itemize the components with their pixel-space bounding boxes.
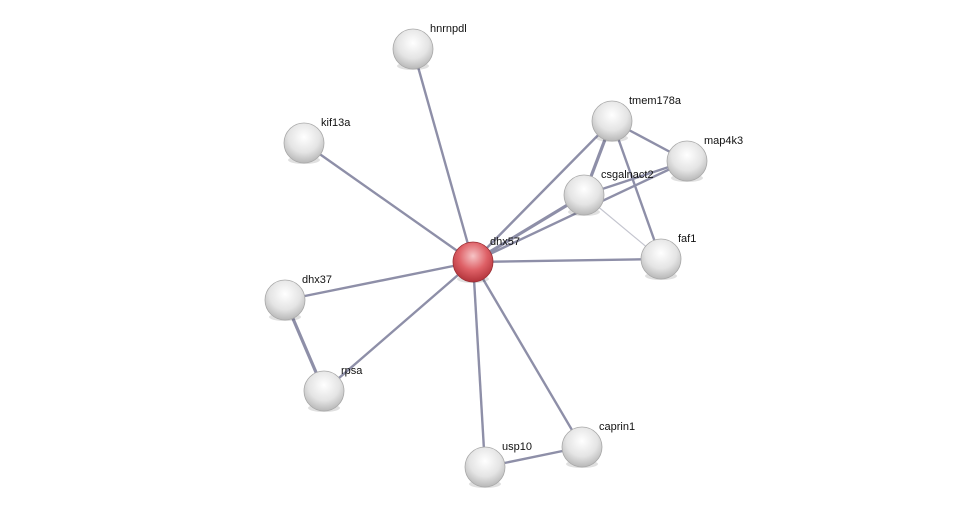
edge-dhx57-faf1[interactable] — [472, 257, 662, 264]
node-sphere[interactable] — [640, 238, 682, 280]
node-label: map4k3 — [704, 135, 743, 147]
node-faf1[interactable]: faf1 — [640, 233, 696, 280]
node-sphere[interactable] — [264, 279, 306, 321]
nodes-layer: hnrnpdl kif13a tmem178a map4k3 csgalnact2 dhx… — [264, 23, 743, 488]
node-label: tmem178a — [629, 95, 682, 107]
edge-dhx57-kif13a[interactable] — [303, 142, 474, 263]
edge-dhx57-usp10[interactable] — [471, 261, 487, 468]
node-rpsa[interactable]: rpsa — [303, 365, 363, 412]
edge-dhx57-dhx37[interactable] — [284, 260, 474, 302]
node-sphere[interactable] — [452, 241, 494, 283]
edge-dhx57-hnrnpdl[interactable] — [411, 48, 475, 263]
edge-dhx57-csgalnact2[interactable] — [472, 193, 585, 264]
node-sphere[interactable] — [666, 140, 708, 182]
node-label: dhx57 — [490, 236, 520, 248]
node-sphere[interactable] — [283, 122, 325, 164]
node-sphere[interactable] — [464, 446, 506, 488]
node-label: dhx37 — [302, 274, 332, 286]
edge-dhx57-caprin1[interactable] — [471, 261, 584, 448]
node-dhx37[interactable]: dhx37 — [264, 274, 332, 321]
node-map4k3[interactable]: map4k3 — [666, 135, 743, 182]
node-label: csgalnact2 — [601, 169, 654, 181]
node-kif13a[interactable]: kif13a — [283, 117, 351, 164]
node-hnrnpdl[interactable]: hnrnpdl — [392, 23, 467, 70]
node-label: kif13a — [321, 117, 351, 129]
node-label: caprin1 — [599, 421, 635, 433]
node-sphere[interactable] — [591, 100, 633, 142]
node-label: faf1 — [678, 233, 696, 245]
node-sphere[interactable] — [392, 28, 434, 70]
node-dhx57[interactable]: dhx57 — [452, 236, 520, 283]
edge-dhx57-rpsa[interactable] — [323, 261, 474, 392]
node-label: rpsa — [341, 365, 363, 377]
node-csgalnact2[interactable]: csgalnact2 — [563, 169, 654, 216]
node-caprin1[interactable]: caprin1 — [561, 421, 635, 468]
edge-dhx57-tmem178a[interactable] — [472, 120, 613, 263]
node-tmem178a[interactable]: tmem178a — [591, 95, 682, 142]
node-label: usp10 — [502, 441, 532, 453]
node-sphere[interactable] — [303, 370, 345, 412]
node-sphere[interactable] — [561, 426, 603, 468]
edge-tmem178a-faf1[interactable] — [610, 120, 663, 260]
node-label: hnrnpdl — [430, 23, 467, 35]
node-usp10[interactable]: usp10 — [464, 441, 532, 488]
node-sphere[interactable] — [563, 174, 605, 216]
